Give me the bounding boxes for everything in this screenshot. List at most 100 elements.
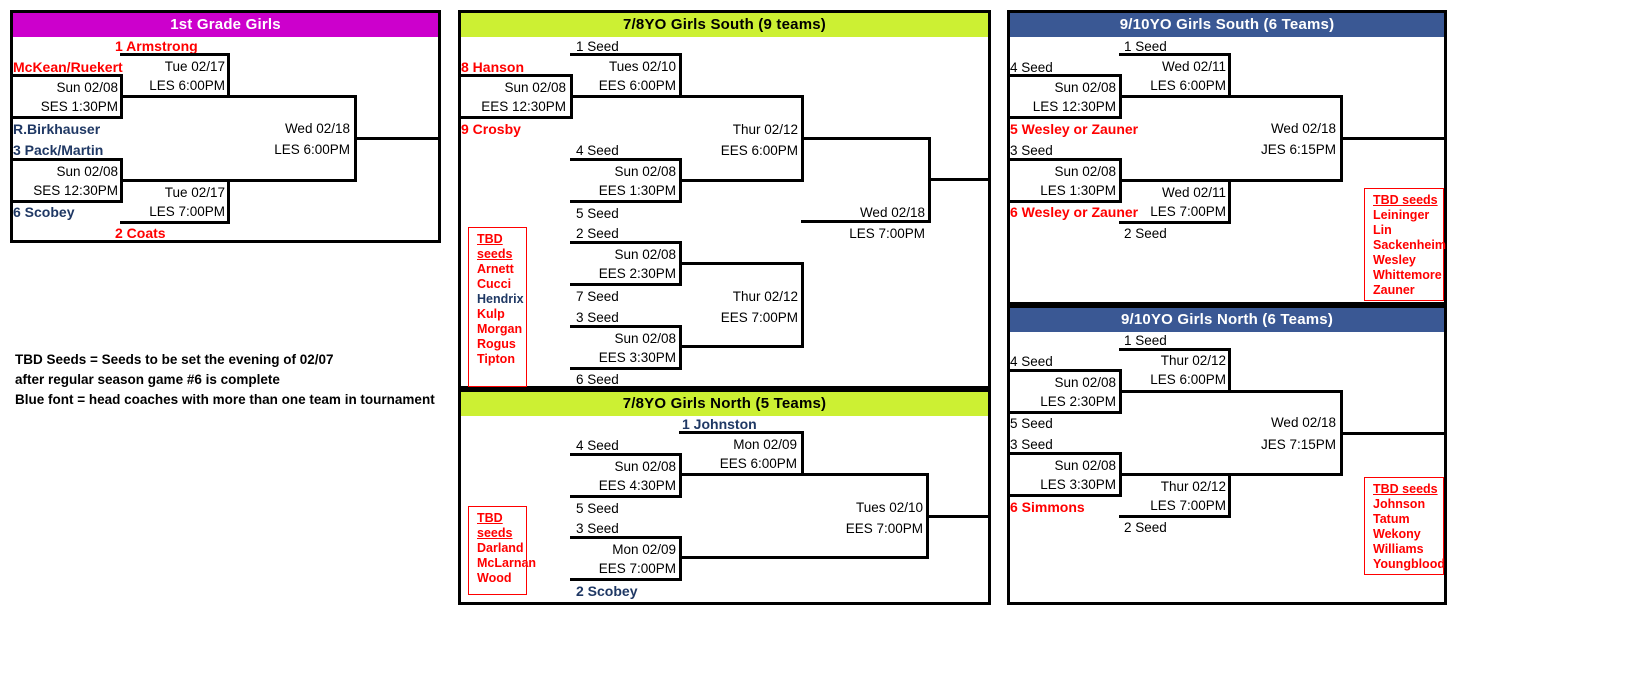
s4-seed-2: 2 Seed xyxy=(1124,226,1167,241)
s5-game-final-date: Wed 02/18 xyxy=(1270,415,1336,430)
game-r2-upper-time: LES 6:00PM xyxy=(149,78,225,93)
tbd-name: Tatum xyxy=(1373,512,1410,526)
s3-seed-4: 4 Seed xyxy=(576,438,619,453)
s4-seed-4: 4 Seed xyxy=(1010,60,1053,75)
tbd-header: TBD seeds xyxy=(477,511,513,540)
s4-game-qf36-time: LES 1:30PM xyxy=(1040,183,1116,198)
s5-game-final-time: JES 7:15PM xyxy=(1260,437,1336,452)
s3-game-final-date: Tues 02/10 xyxy=(855,500,923,515)
tbd-name: Johnson xyxy=(1373,497,1426,511)
tbd-name: Zauner xyxy=(1373,283,1415,297)
s4-game-qf36-date: Sun 02/08 xyxy=(1054,164,1116,179)
s5-game-semiu-time: LES 6:00PM xyxy=(1150,372,1226,387)
tbd-name: Darland xyxy=(477,541,524,555)
s2-game-r2u-date: Tues 02/10 xyxy=(608,59,676,74)
team-3-pack-martin: 3 Pack/Martin xyxy=(13,142,104,158)
legend-line-2: after regular season game #6 is complete xyxy=(15,372,280,387)
s3-game-semiu-time: EES 6:00PM xyxy=(719,456,797,471)
s5-seed-4: 4 Seed xyxy=(1010,354,1053,369)
tbd-header: TBD seeds xyxy=(1373,482,1438,496)
s2-game-qf36-date: Sun 02/08 xyxy=(614,331,676,346)
tbd-name: Wesley xyxy=(1373,253,1416,267)
tbd-name: Tipton xyxy=(477,352,515,366)
team-6-scobey: 6 Scobey xyxy=(13,204,75,220)
game-r1-lower-time: SES 12:30PM xyxy=(33,183,118,198)
s2-game-qf27-date: Sun 02/08 xyxy=(614,247,676,262)
s2-seed-6: 6 Seed xyxy=(576,372,619,387)
s5-seed-2: 2 Seed xyxy=(1124,520,1167,535)
legend-line-3: Blue font = head coaches with more than … xyxy=(15,392,435,407)
team-2-coats: 2 Coats xyxy=(115,225,166,241)
tbd-name: Morgan xyxy=(477,322,523,336)
s2-seed-5: 5 Seed xyxy=(576,206,619,221)
tbd-name: Sackenheim xyxy=(1373,238,1446,252)
tbd-name: Rogus xyxy=(477,337,516,351)
tbd-seeds-box-78yo-south: TBD seeds Arnett Cucci Hendrix Kulp Morg… xyxy=(468,227,527,387)
game-r2-upper-date: Tue 02/17 xyxy=(164,59,225,74)
s2-game-final-date: Wed 02/18 xyxy=(859,205,925,220)
bracket-title-78yo-girls-south: 7/8YO Girls South (9 teams) xyxy=(461,13,988,37)
s4-seed-6: 6 Wesley or Zauner xyxy=(1010,204,1139,220)
s2-game-semil-date: Thur 02/12 xyxy=(732,289,798,304)
bracket-title-1st-grade-girls: 1st Grade Girls xyxy=(13,13,438,37)
s4-game-qf45-time: LES 12:30PM xyxy=(1032,99,1116,114)
s5-game-qf36-date: Sun 02/08 xyxy=(1054,458,1116,473)
tbd-header: TBD seeds xyxy=(477,232,513,261)
team-1-armstrong: 1 Armstrong xyxy=(115,38,198,54)
s4-game-semiu-time: LES 6:00PM xyxy=(1150,78,1226,93)
s2-game-playin-time: EES 12:30PM xyxy=(481,99,566,114)
s5-game-qf45-time: LES 2:30PM xyxy=(1040,394,1116,409)
tbd-name: Whittemore xyxy=(1373,268,1442,282)
s4-game-final-time: JES 6:15PM xyxy=(1260,142,1336,157)
s2-game-qf45-date: Sun 02/08 xyxy=(614,164,676,179)
s5-game-qf45-date: Sun 02/08 xyxy=(1054,375,1116,390)
s3-game-qf45-date: Sun 02/08 xyxy=(614,459,676,474)
bracket-panel-1st-grade-girls: 1st Grade Girls xyxy=(10,10,441,243)
tbd-name: Cucci xyxy=(477,277,512,291)
s2-game-semil-time: EES 7:00PM xyxy=(720,310,798,325)
s3-game-qf32-date: Mon 02/09 xyxy=(612,542,676,557)
s3-game-semiu-date: Mon 02/09 xyxy=(733,437,797,452)
bracket-panel-78yo-girls-north: 7/8YO Girls North (5 Teams) xyxy=(458,389,991,605)
team-mckean-ruekert: McKean/Ruekert xyxy=(13,59,123,75)
tbd-name: Lin xyxy=(1373,223,1392,237)
s2-seed-2: 2 Seed xyxy=(576,226,619,241)
tbd-name: Youngblood xyxy=(1373,557,1445,571)
game-r1-upper-time: SES 1:30PM xyxy=(40,99,118,114)
s2-seed-4: 4 Seed xyxy=(576,143,619,158)
tbd-name: Wood xyxy=(477,571,512,585)
bracket-title-910yo-girls-north: 9/10YO Girls North (6 Teams) xyxy=(1010,308,1444,332)
tbd-seeds-box-910yo-north: TBD seeds Johnson Tatum Wekony Williams … xyxy=(1364,477,1445,575)
legend: TBD Seeds = Seeds to be set the evening … xyxy=(15,350,435,410)
tbd-name: Leininger xyxy=(1373,208,1430,222)
tbd-name: McLarnan xyxy=(477,556,537,570)
s3-seed-1: 1 Johnston xyxy=(682,416,757,432)
s3-game-qf32-time: EES 7:00PM xyxy=(598,561,676,576)
bracket-panel-910yo-girls-north: 9/10YO Girls North (6 Teams) xyxy=(1007,305,1447,605)
game-r2-lower-date: Tue 02/17 xyxy=(164,185,225,200)
s5-game-semil-date: Thur 02/12 xyxy=(1160,479,1226,494)
s2-game-semiu-time: EES 6:00PM xyxy=(720,143,798,158)
tbd-name: Wekony xyxy=(1373,527,1421,541)
s2-seed-9: 9 Crosby xyxy=(461,121,521,137)
s2-seed-7: 7 Seed xyxy=(576,289,619,304)
s3-seed-2: 2 Scobey xyxy=(576,583,638,599)
s2-game-qf45-time: EES 1:30PM xyxy=(598,183,676,198)
s4-game-final-date: Wed 02/18 xyxy=(1270,121,1336,136)
s4-seed-1: 1 Seed xyxy=(1124,39,1167,54)
s5-seed-1: 1 Seed xyxy=(1124,333,1167,348)
tbd-name: Hendrix xyxy=(477,292,524,306)
tbd-seeds-box-78yo-north: TBD seeds Darland McLarnan Wood xyxy=(468,506,537,595)
s4-game-qf45-date: Sun 02/08 xyxy=(1054,80,1116,95)
s2-game-semiu-date: Thur 02/12 xyxy=(732,122,798,137)
bracket-title-910yo-girls-south: 9/10YO Girls South (6 Teams) xyxy=(1010,13,1444,37)
s2-game-qf36-time: EES 3:30PM xyxy=(598,350,676,365)
s3-seed-5: 5 Seed xyxy=(576,501,619,516)
s2-seed-8: 8 Hanson xyxy=(461,59,525,75)
s4-game-semil-date: Wed 02/11 xyxy=(1161,185,1226,200)
game-r1-lower-date: Sun 02/08 xyxy=(56,164,118,179)
s3-game-qf45-time: EES 4:30PM xyxy=(598,478,676,493)
s3-game-final-time: EES 7:00PM xyxy=(845,521,923,536)
tbd-header: TBD seeds xyxy=(1373,193,1438,207)
